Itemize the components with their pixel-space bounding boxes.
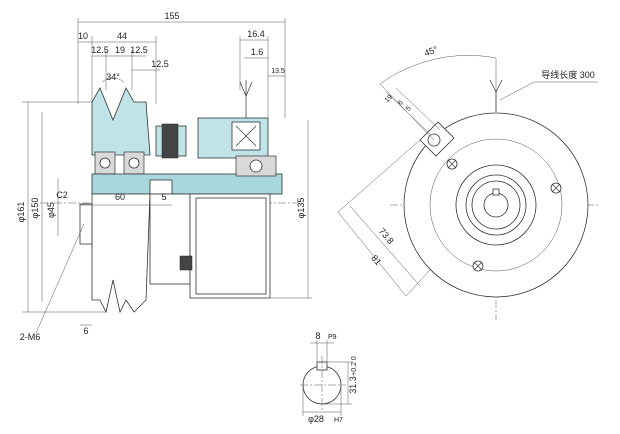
angle-arc (101, 77, 125, 83)
dim-10: 10 (78, 31, 88, 41)
dim-12-5-out: 12.5 (151, 59, 169, 69)
lead-wires (239, 80, 253, 118)
ball-left (99, 157, 111, 169)
pulley-hub-lower (79, 203, 93, 245)
ball-bracket (249, 159, 263, 173)
screw-icon (550, 182, 562, 194)
dim-5: 5 (161, 192, 166, 202)
dim-19-front: 19 (384, 94, 395, 105)
dim-8-tol: P9 (328, 334, 337, 341)
dim-81-line (337, 211, 407, 297)
lead-leader (499, 81, 535, 101)
angle-45-arc (379, 55, 497, 85)
pulley-upper-section (91, 87, 151, 156)
dim-155: 155 (164, 11, 179, 21)
bore (483, 192, 509, 218)
dim-19: 19 (115, 45, 125, 55)
dim-60: 60 (115, 192, 125, 202)
dim-13-5: 13.5 (271, 68, 285, 75)
dim-5-front: 5 (405, 105, 413, 113)
bracket-cross (235, 125, 257, 147)
dim-ext-a (337, 139, 421, 213)
ball-right (128, 157, 140, 169)
dim-45: φ45 (46, 202, 56, 218)
nut-hex (161, 123, 179, 159)
tap-leader (35, 223, 85, 334)
dim-6-front: 6 (397, 99, 405, 107)
hub-band (91, 173, 283, 195)
dim-150: φ150 (30, 198, 40, 219)
dim-73-8: 73.8 (377, 226, 396, 246)
dim-28-tol: H7 (334, 417, 343, 424)
keyway-slot (492, 188, 500, 196)
dim-lug-line1 (385, 91, 431, 135)
dim-135: φ135 (296, 198, 306, 219)
dim-31-3: 31.3 (348, 376, 358, 394)
dim-1-6: 1.6 (251, 47, 264, 57)
field-housing-inner (195, 197, 267, 295)
dim-lug-line2 (395, 87, 441, 131)
dim-12-5-right: 12.5 (130, 45, 148, 55)
dim-16-4: 16.4 (247, 29, 265, 39)
dim-12-5-left: 12.5 (91, 45, 109, 55)
lead-length-label: 导线长度 300 (541, 69, 595, 80)
dim-8: 8 (315, 331, 320, 341)
bolt-circle (429, 138, 563, 272)
screw-icon (446, 158, 458, 170)
pulley-lower (91, 193, 151, 314)
dim-6: 6 (83, 326, 88, 336)
dim-44: 44 (117, 31, 127, 41)
dim-34: 34° (106, 72, 120, 82)
dim-c2: C2 (56, 190, 68, 200)
dim-81: 81 (369, 253, 383, 267)
dim-28: φ28 (308, 414, 324, 424)
dim-45deg: 45° (423, 44, 440, 58)
dim-161: φ161 (16, 202, 26, 223)
screw-icon (472, 260, 484, 272)
dim-73-line (349, 205, 421, 287)
dim-31-tol: +0.2 0 (351, 356, 358, 376)
dim-tap: 2-M6 (20, 332, 41, 342)
dim-ext-b (405, 269, 431, 297)
lower-bolt (179, 255, 193, 271)
armature-lower (149, 193, 191, 285)
